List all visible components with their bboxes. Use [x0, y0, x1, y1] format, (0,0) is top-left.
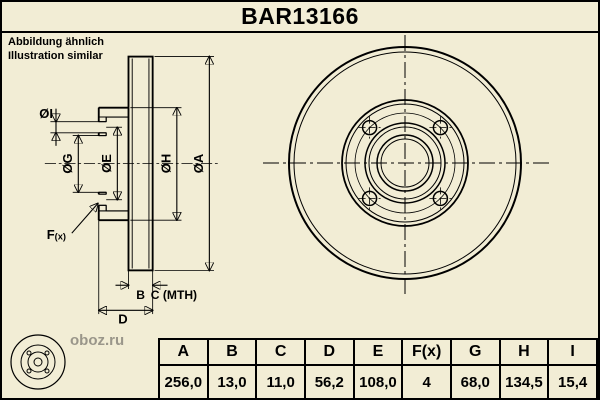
header-cell-i: I	[547, 338, 598, 366]
value-cell-i: 15,4	[547, 364, 598, 400]
value-cell-a: 256,0	[158, 364, 209, 400]
label-diameter-h: ØH	[158, 154, 173, 174]
similarity-note: Abbildung ähnlich Illustration similar	[8, 36, 104, 64]
disc-ring-section	[127, 55, 154, 272]
value-cell-e: 108,0	[352, 364, 404, 400]
header-cell-c: C	[255, 338, 306, 366]
front-view-drawing	[263, 35, 549, 295]
disc-hat-section	[97, 106, 129, 222]
label-diameter-g: ØG	[60, 153, 75, 173]
center-crosshair	[263, 35, 549, 295]
value-cell-g: 68,0	[449, 364, 501, 400]
header-cell-d: D	[303, 338, 355, 366]
dimension-table: A B C D E F(x) G H I 256,0 13,0 11,0 56,…	[158, 338, 598, 400]
label-thickness-b: B	[136, 288, 145, 302]
label-diameter-i: ØI	[39, 106, 53, 121]
header-cell-f: F(x)	[401, 338, 452, 366]
header-cell-g: G	[449, 338, 501, 366]
label-diameter-e: ØE	[99, 154, 114, 173]
header-cell-h: H	[498, 338, 550, 366]
watermark-disc-photo	[10, 334, 66, 390]
note-line-german: Abbildung ähnlich	[8, 36, 104, 48]
table-value-row: 256,0 13,0 11,0 56,2 108,0 4 68,0 134,5 …	[158, 364, 598, 400]
watermark-text: oboz.ru	[70, 332, 125, 349]
header-cell-b: B	[206, 338, 258, 366]
value-cell-h: 134,5	[498, 364, 550, 400]
value-cell-f: 4	[401, 364, 452, 400]
value-cell-d: 56,2	[303, 364, 355, 400]
disc-circles	[288, 46, 522, 280]
label-height-d: D	[118, 311, 127, 326]
value-cell-b: 13,0	[206, 364, 258, 400]
label-diameter-a: ØA	[191, 153, 206, 173]
part-number-title: BAR13166	[241, 3, 359, 29]
label-hole-count-f: F(x)	[47, 227, 66, 242]
value-cell-c: 11,0	[255, 364, 306, 400]
dimension-lines	[56, 57, 209, 311]
bolt-holes	[358, 116, 452, 210]
cross-section-drawing: ØI ØG ØE ØH ØA F(x) B C (MTH) D	[39, 55, 219, 326]
header-divider	[2, 31, 598, 33]
table-header-row: A B C D E F(x) G H I	[158, 338, 598, 366]
header-cell-a: A	[158, 338, 209, 366]
header-cell-e: E	[352, 338, 404, 366]
label-min-thickness-c: C (MTH)	[151, 288, 197, 302]
note-line-english: Illustration similar	[8, 49, 103, 62]
